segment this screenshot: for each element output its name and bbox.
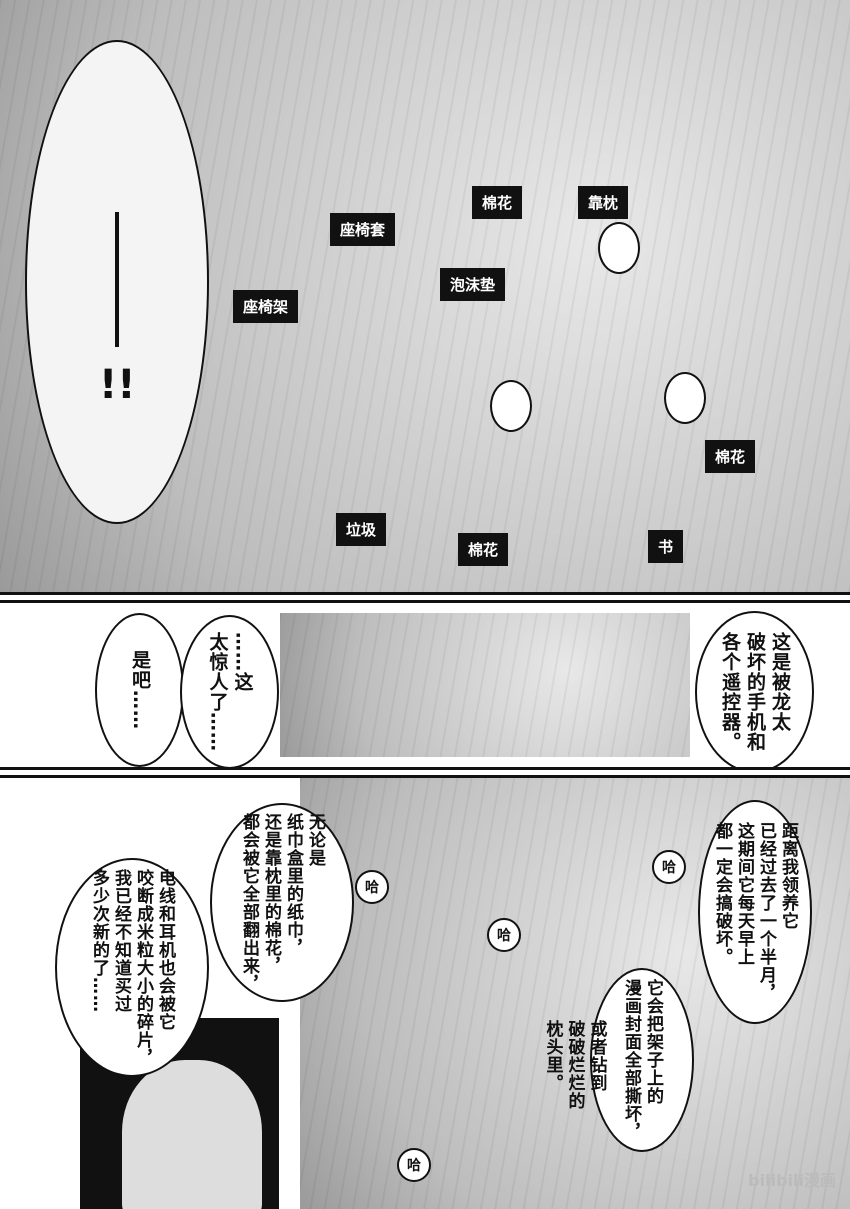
label-book: 书	[648, 530, 684, 563]
speech-bubble: ……这 太惊人了……	[180, 615, 279, 767]
label-cotton: 棉花	[472, 186, 523, 219]
empty-bubble	[490, 380, 532, 432]
narration-bubble: 距离我领养它 已经过去了一个半月， 这期间它每天早上 都一定会搞破坏。	[698, 800, 812, 1024]
speech-bubble: 是吧……	[95, 613, 184, 767]
shock-bubble: !!	[25, 40, 209, 524]
bottom-panel: 无论是 纸巾盒里的纸巾， 还是靠枕里的棉花， 都会被它全部翻出来， 电线和耳机也…	[0, 775, 850, 1209]
narration-bubble: 电线和耳机也会被它 咬断成米粒大小的碎片， 我已经不知道买过 多少次新的了……	[55, 858, 209, 1077]
pant-sound: 哈	[397, 1148, 431, 1182]
exclamation-text: !!	[99, 362, 136, 408]
label-seat-cover: 座椅套	[330, 213, 396, 246]
empty-bubble	[664, 372, 706, 424]
pant-sound: 哈	[652, 850, 686, 884]
watermark: bilibili漫画	[748, 1171, 836, 1190]
label-cotton: 棉花	[458, 533, 509, 566]
pant-sound: 哈	[487, 918, 521, 952]
narration-bubble: 它会把架子上的 漫画封面全部撕坏，	[590, 968, 694, 1152]
label-cotton: 棉花	[705, 440, 756, 473]
label-cushion: 靠枕	[578, 186, 629, 219]
empty-bubble	[598, 222, 640, 274]
narration-bubble: 无论是 纸巾盒里的纸巾， 还是靠枕里的棉花， 都会被它全部翻出来，	[210, 803, 354, 1002]
narration-bubble: 这是被龙太 破坏的手机和 各个遥控器。	[695, 611, 814, 767]
shock-line	[115, 212, 119, 347]
narration-bubble: 或者钻到 破破烂烂的 枕头里。	[542, 1020, 607, 1110]
label-garbage: 垃圾	[336, 513, 387, 546]
label-foam-pad: 泡沫垫	[440, 268, 506, 301]
label-seat-frame: 座椅架	[233, 290, 299, 323]
broken-phones-illustration	[280, 613, 690, 757]
top-panel: !! 座椅套 棉花 靠枕 座椅架 泡沫垫 棉花 垃圾 棉花 书	[0, 0, 850, 595]
middle-panel: 是吧…… ……这 太惊人了…… 这是被龙太 破坏的手机和 各个遥控器。	[0, 600, 850, 770]
pant-sound: 哈	[355, 870, 389, 904]
